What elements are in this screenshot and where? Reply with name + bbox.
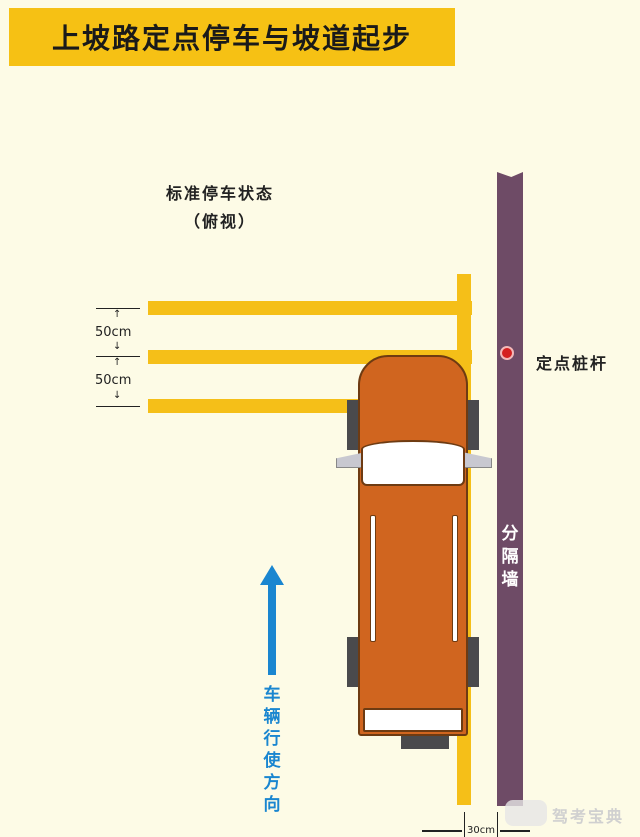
dim-tick-right xyxy=(497,812,498,837)
mirror-right xyxy=(462,452,492,468)
dim-label-30cm: 30cm xyxy=(467,825,495,836)
direction-label: 车 辆 行 使 方 向 xyxy=(260,684,284,816)
direction-char: 向 xyxy=(263,795,281,815)
page-title: 上坡路定点停车与坡道起步 xyxy=(51,22,412,55)
car-body xyxy=(358,355,468,736)
rear-bumper xyxy=(401,733,449,749)
direction-char: 方 xyxy=(263,773,281,793)
parking-line-1 xyxy=(148,301,472,315)
wheel-front-left xyxy=(347,400,359,450)
wall-char: 墙 xyxy=(501,570,519,590)
title-banner: 上坡路定点停车与坡道起步 xyxy=(9,8,455,66)
wheel-rear-right xyxy=(467,637,479,687)
dim-arrow-up-icon: ↑ xyxy=(113,357,122,368)
direction-char: 辆 xyxy=(263,707,281,727)
watermark-text: 驾考宝典 xyxy=(552,807,625,826)
watermark-car-icon xyxy=(505,800,547,826)
divider-wall xyxy=(497,172,523,806)
divider-wall-label: 分 隔 墙 xyxy=(500,523,520,592)
wheel-front-right xyxy=(467,400,479,450)
direction-char: 车 xyxy=(263,685,281,705)
dim-tick-1 xyxy=(96,308,140,309)
windshield xyxy=(361,440,465,486)
wheel-rear-left xyxy=(347,637,359,687)
fixed-pole-marker-icon xyxy=(500,346,514,360)
roof-rail-left xyxy=(370,515,376,642)
wall-char: 分 xyxy=(501,524,519,544)
caption-top-view: （俯视） xyxy=(183,212,256,231)
fixed-pole-label: 定点桩杆 xyxy=(536,354,609,373)
dim-arrow-right-icon xyxy=(422,830,462,832)
wall-char: 隔 xyxy=(501,547,519,567)
dim-label-50cm-1: 50cm xyxy=(95,325,132,340)
direction-arrow-icon xyxy=(260,565,284,675)
dim-tick-3 xyxy=(96,406,140,407)
rear-window xyxy=(363,708,463,732)
dim-arrow-down-icon: ↓ xyxy=(113,341,122,352)
dim-tick-left xyxy=(464,812,465,837)
dim-arrow-down-icon: ↓ xyxy=(113,390,122,401)
caption-standard-parking: 标准停车状态 xyxy=(165,184,274,203)
dim-label-50cm-2: 50cm xyxy=(95,373,132,388)
direction-char: 行 xyxy=(263,729,281,749)
dim-arrow-left-icon xyxy=(500,830,530,832)
direction-char: 使 xyxy=(263,751,281,771)
dim-tick-2 xyxy=(96,356,140,357)
parking-line-3 xyxy=(148,399,358,413)
roof-rail-right xyxy=(452,515,458,642)
dim-arrow-up-icon: ↑ xyxy=(113,309,122,320)
